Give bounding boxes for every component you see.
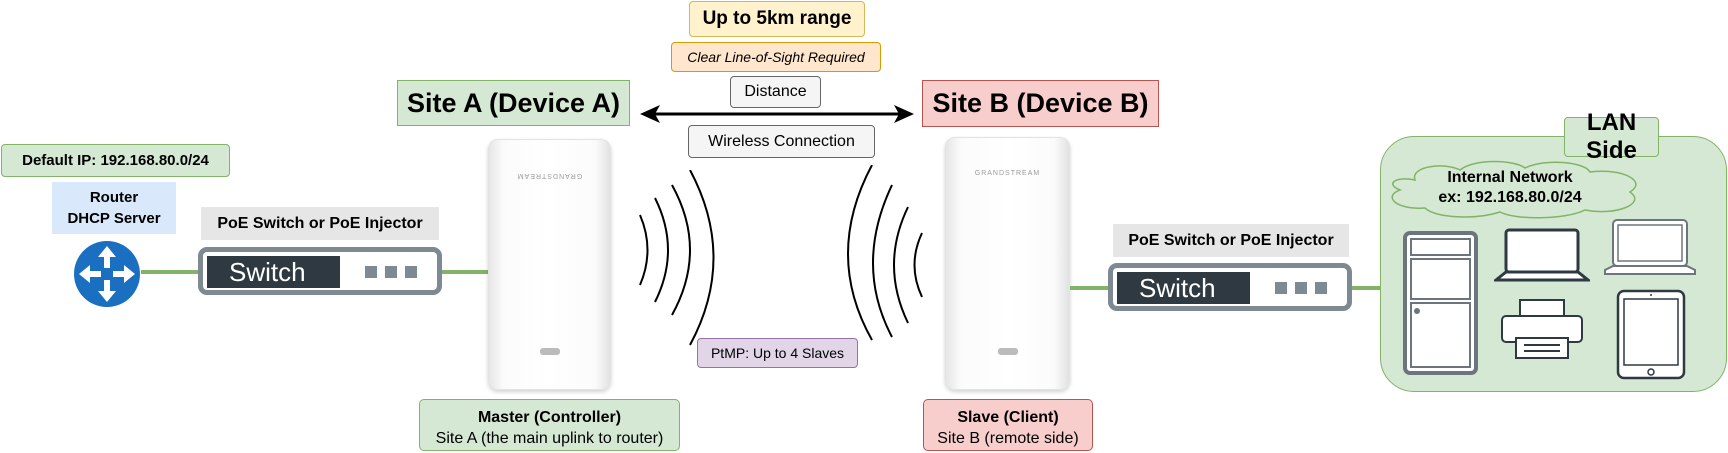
distance-label: Distance	[730, 76, 821, 108]
ap-b-brand: GRANDSTREAM	[974, 170, 1041, 177]
default-ip-label: Default IP: 192.168.80.0/24	[1, 144, 230, 177]
switch-to-lan-link	[1351, 286, 1381, 290]
router-icon[interactable]	[73, 240, 141, 308]
master-desc: Site A (the main uplink to router)	[435, 430, 664, 447]
switch-b-port-3	[1315, 282, 1327, 294]
site-a-title: Site A (Device A)	[397, 80, 630, 126]
switch-b-port-1	[1275, 282, 1287, 294]
ap-b-badge	[997, 348, 1018, 355]
switch-a-label: Switch	[207, 256, 340, 288]
poe-switch-label-b: PoE Switch or PoE Injector	[1113, 224, 1349, 257]
site-b-title: Site B (Device B)	[922, 80, 1159, 127]
tablet-icon	[1616, 289, 1686, 380]
access-point-a[interactable]: GRANDSTREAM	[488, 139, 611, 390]
switch-to-ap-a-link	[441, 270, 489, 274]
laptop-outline-icon	[1604, 219, 1696, 275]
router-label: Router DHCP Server	[52, 182, 176, 234]
switch-a-port-1	[365, 266, 377, 278]
switch-b-label: Switch	[1117, 272, 1250, 304]
master-role: Master (Controller)	[477, 409, 622, 426]
range-label: Up to 5km range	[689, 1, 865, 37]
distance-arrow	[640, 105, 914, 123]
slave-role: Slave (Client)	[957, 409, 1059, 426]
laptop-icon	[1494, 228, 1590, 282]
master-label: Master (Controller) Site A (the main upl…	[419, 399, 680, 451]
switch-b-port-2	[1295, 282, 1307, 294]
switch-a[interactable]: Switch	[198, 247, 442, 295]
lan-side-title: LAN Side	[1564, 109, 1659, 164]
router-label-line1: Router	[89, 189, 139, 206]
ap-b-to-switch-link	[1070, 286, 1110, 290]
ap-a-brand: GRANDSTREAM	[516, 172, 583, 179]
server-tower-icon	[1403, 231, 1478, 375]
internal-network-cloud	[1391, 160, 1637, 219]
internal-network-line2: ex: 192.168.80.0/24	[1438, 189, 1582, 206]
router-to-switch-link	[141, 270, 199, 274]
internal-network-line1: Internal Network	[1447, 169, 1573, 186]
line-of-sight-note: Clear Line-of-Sight Required	[671, 42, 881, 72]
access-point-b[interactable]: GRANDSTREAM	[945, 137, 1070, 390]
wireless-waves-b	[847, 165, 923, 341]
printer-icon	[1501, 299, 1583, 359]
slave-label: Slave (Client) Site B (remote side)	[923, 399, 1093, 451]
switch-a-port-3	[405, 266, 417, 278]
ap-a-badge	[539, 348, 560, 355]
switch-a-port-2	[385, 266, 397, 278]
slave-desc: Site B (remote side)	[937, 430, 1079, 447]
router-label-line2: DHCP Server	[67, 210, 161, 227]
ptmp-label: PtMP: Up to 4 Slaves	[697, 338, 858, 368]
internal-network-label: Internal Network ex: 192.168.80.0/24	[1410, 168, 1610, 208]
wireless-waves-a	[639, 170, 715, 346]
switch-b[interactable]: Switch	[1108, 263, 1352, 311]
wireless-connection-label: Wireless Connection	[688, 125, 875, 158]
poe-switch-label-a: PoE Switch or PoE Injector	[201, 207, 439, 240]
